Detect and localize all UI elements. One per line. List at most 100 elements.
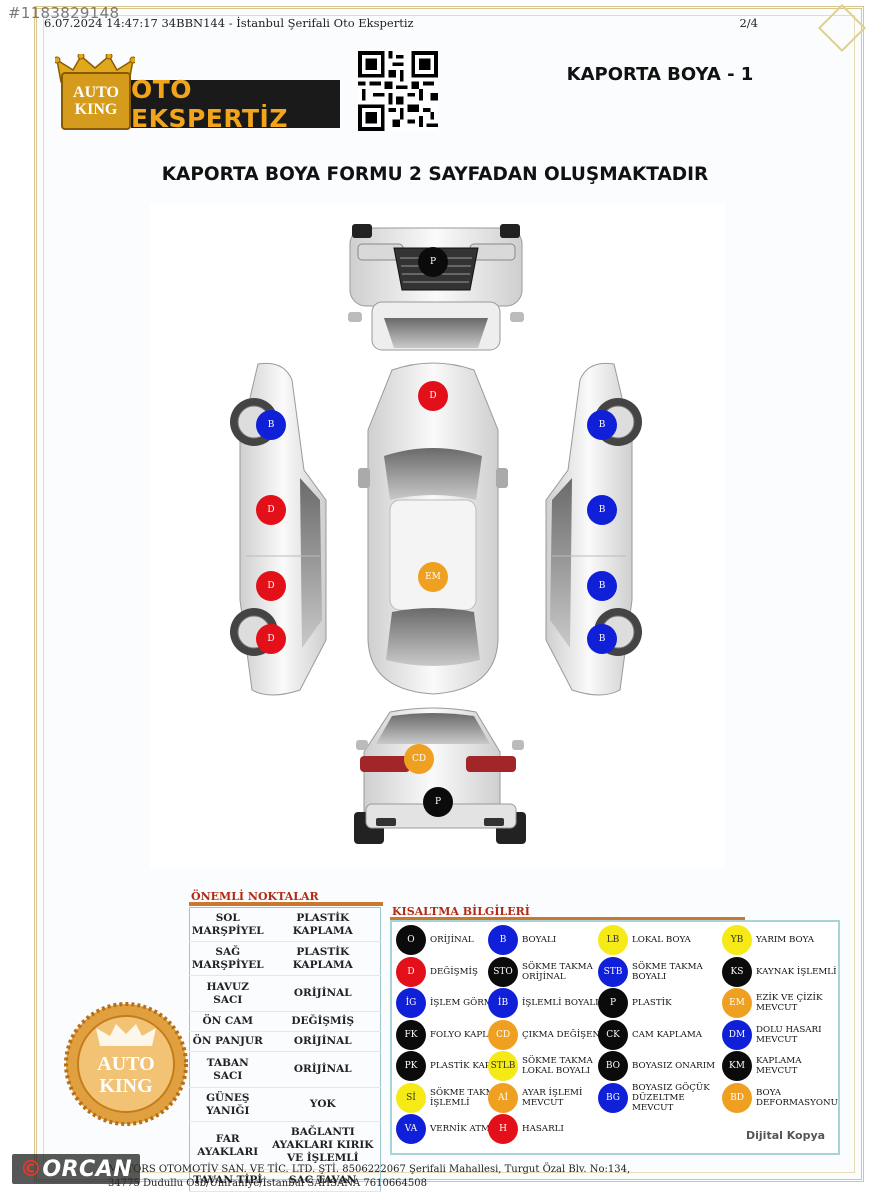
legend-label: YARIM BOYA	[756, 935, 814, 945]
marker-trunk-label: CD	[411, 754, 427, 764]
legend-item: D DEĞİŞMİŞ	[396, 956, 521, 987]
onemli-value: SAC TAVAN	[265, 1169, 381, 1192]
legend-label: KAPLAMA MEVCUT	[756, 1056, 802, 1076]
autoking-logo: AUTO KING OTO EKSPERTİZ	[55, 54, 340, 133]
onemli-key: HAVUZ SACI	[189, 975, 266, 1012]
legend-label: İŞLEM GÖRMÜŞ	[430, 998, 506, 1008]
legend-code-badge: CD	[488, 1019, 518, 1050]
legend-code-badge: KS	[722, 956, 752, 987]
marker-right-rear-fender: D	[256, 495, 286, 525]
marker-hood: D	[418, 381, 448, 411]
legend-code-badge: CK	[598, 1019, 628, 1050]
seal-line2: KING	[99, 1075, 153, 1097]
legend-label: BOYA DEFORMASYONU	[756, 1087, 838, 1108]
marker-right-rear-fender-label: D	[267, 505, 275, 515]
orcan-watermark-logo: ©ORCAN	[12, 1154, 140, 1184]
legend-label: DEĞİŞMİŞ	[430, 966, 478, 977]
legend-label: PLASTİK	[632, 998, 672, 1008]
legend-label: VERNİK ATMASI	[430, 1124, 506, 1134]
logo-line2: KING	[74, 101, 118, 118]
marker-left-front-door: B	[587, 571, 617, 601]
marker-rear-bumper-label: P	[434, 797, 442, 807]
car-front-view	[348, 224, 524, 351]
car-right-side-view	[545, 362, 642, 696]
legend-code-badge: VA	[396, 1114, 426, 1144]
marker-left-rear-fender: B	[587, 410, 617, 440]
marker-roof-label: EM	[425, 572, 441, 582]
digital-copy-label: Dijital Kopya	[746, 1129, 826, 1142]
legend-code-badge: STLB	[488, 1051, 518, 1081]
marker-right-front-door-lower: D	[256, 624, 286, 654]
onemli-value: BAĞLANTI AYAKLARI KIRIK VE İŞLEMLİ	[265, 1121, 381, 1170]
marker-left-front-lower: B	[587, 624, 617, 654]
onemli-key: TABAN SACI	[189, 1051, 266, 1088]
marker-right-rear-door: D	[256, 571, 286, 601]
marker-left-rear-fender-label: B	[598, 420, 606, 430]
legend-label: CAM KAPLAMA	[632, 1029, 703, 1040]
legend-code-badge: Aİ	[488, 1082, 518, 1113]
legend-item: FK FOLYO KAPLAMA	[396, 1019, 521, 1050]
legend-code-badge: STO	[488, 956, 518, 987]
onemli-value: ORİJİNAL	[265, 975, 381, 1012]
legend-code-badge: H	[488, 1114, 518, 1144]
onemli-value: YOK	[265, 1087, 381, 1122]
legend-code-badge: BD	[722, 1082, 752, 1113]
legend-label: BOYALI	[522, 935, 557, 945]
legend-label: KAYNAK İŞLEMLİ	[756, 966, 837, 977]
legend-code-badge: O	[396, 925, 426, 955]
kisaltma-bilgileri-header: KISALTMA BİLGİLERİ	[390, 903, 745, 921]
marker-left-rear-door: B	[587, 495, 617, 525]
footer-line2: 34775 Dudullu Osb/Ümraniye/İstanbul SAHS…	[108, 1178, 427, 1189]
legend-item: YB YARIM BOYA	[722, 925, 842, 955]
legend-label: AYAR İŞLEMİ MEVCUT	[522, 1087, 583, 1108]
legend-code-badge: Sİ	[396, 1082, 426, 1113]
footer-line1: MOTORS OTOMOTİV SAN. VE TİC. LTD. ŞTİ. 8…	[108, 1164, 631, 1175]
marker-left-front-fender-label: B	[267, 420, 275, 430]
legend-label: SÖKME TAKMA LOKAL BOYALI	[522, 1056, 593, 1076]
onemli-key: GÜNEŞ YANIĞI	[189, 1087, 266, 1122]
legend-code-badge: LB	[598, 925, 628, 955]
legend-label: EZİK VE ÇİZİK MEVCUT	[756, 993, 823, 1013]
print-header: 6.07.2024 14:47:17 34BBN144 - İstanbul Ş…	[44, 16, 764, 30]
legend-code-badge: FK	[396, 1019, 426, 1050]
marker-left-rear-door-label: B	[598, 505, 606, 515]
legend-label: HASARLI	[522, 1124, 564, 1134]
legend-code-badge: DM	[722, 1019, 752, 1050]
legend-label: FOLYO KAPLAMA	[430, 1029, 510, 1040]
legend-label: LOKAL BOYA	[632, 935, 691, 945]
legend-code-badge: İG	[396, 988, 426, 1018]
autoking-seal-icon: AUTO KING	[64, 1002, 188, 1126]
legend-code-badge: D	[396, 956, 426, 987]
legend-item: İG İŞLEM GÖRMÜŞ	[396, 988, 521, 1018]
marker-trunk: CD	[404, 744, 434, 774]
marker-right-rear-door-label: D	[267, 581, 275, 591]
marker-rear-bumper: P	[423, 787, 453, 817]
onemli-key: SOL MARŞPİYEL	[189, 907, 266, 942]
marker-left-front-fender: B	[256, 410, 286, 440]
legend-code-badge: YB	[722, 925, 752, 955]
onemli-value: ORİJİNAL	[265, 1051, 381, 1088]
sheet-title: KAPORTA BOYA - 1	[566, 64, 754, 85]
marker-hood-label: D	[429, 391, 437, 401]
onemli-key: TAVAN TİPİ	[189, 1169, 266, 1192]
legend-item: H HASARLI	[488, 1114, 613, 1144]
print-header-text: 6.07.2024 14:47:17 34BBN144 - İstanbul Ş…	[44, 16, 414, 30]
legend-code-badge: PK	[396, 1051, 426, 1081]
page-number: 2/4	[739, 16, 758, 30]
legend-item: VA VERNİK ATMASI	[396, 1114, 521, 1144]
